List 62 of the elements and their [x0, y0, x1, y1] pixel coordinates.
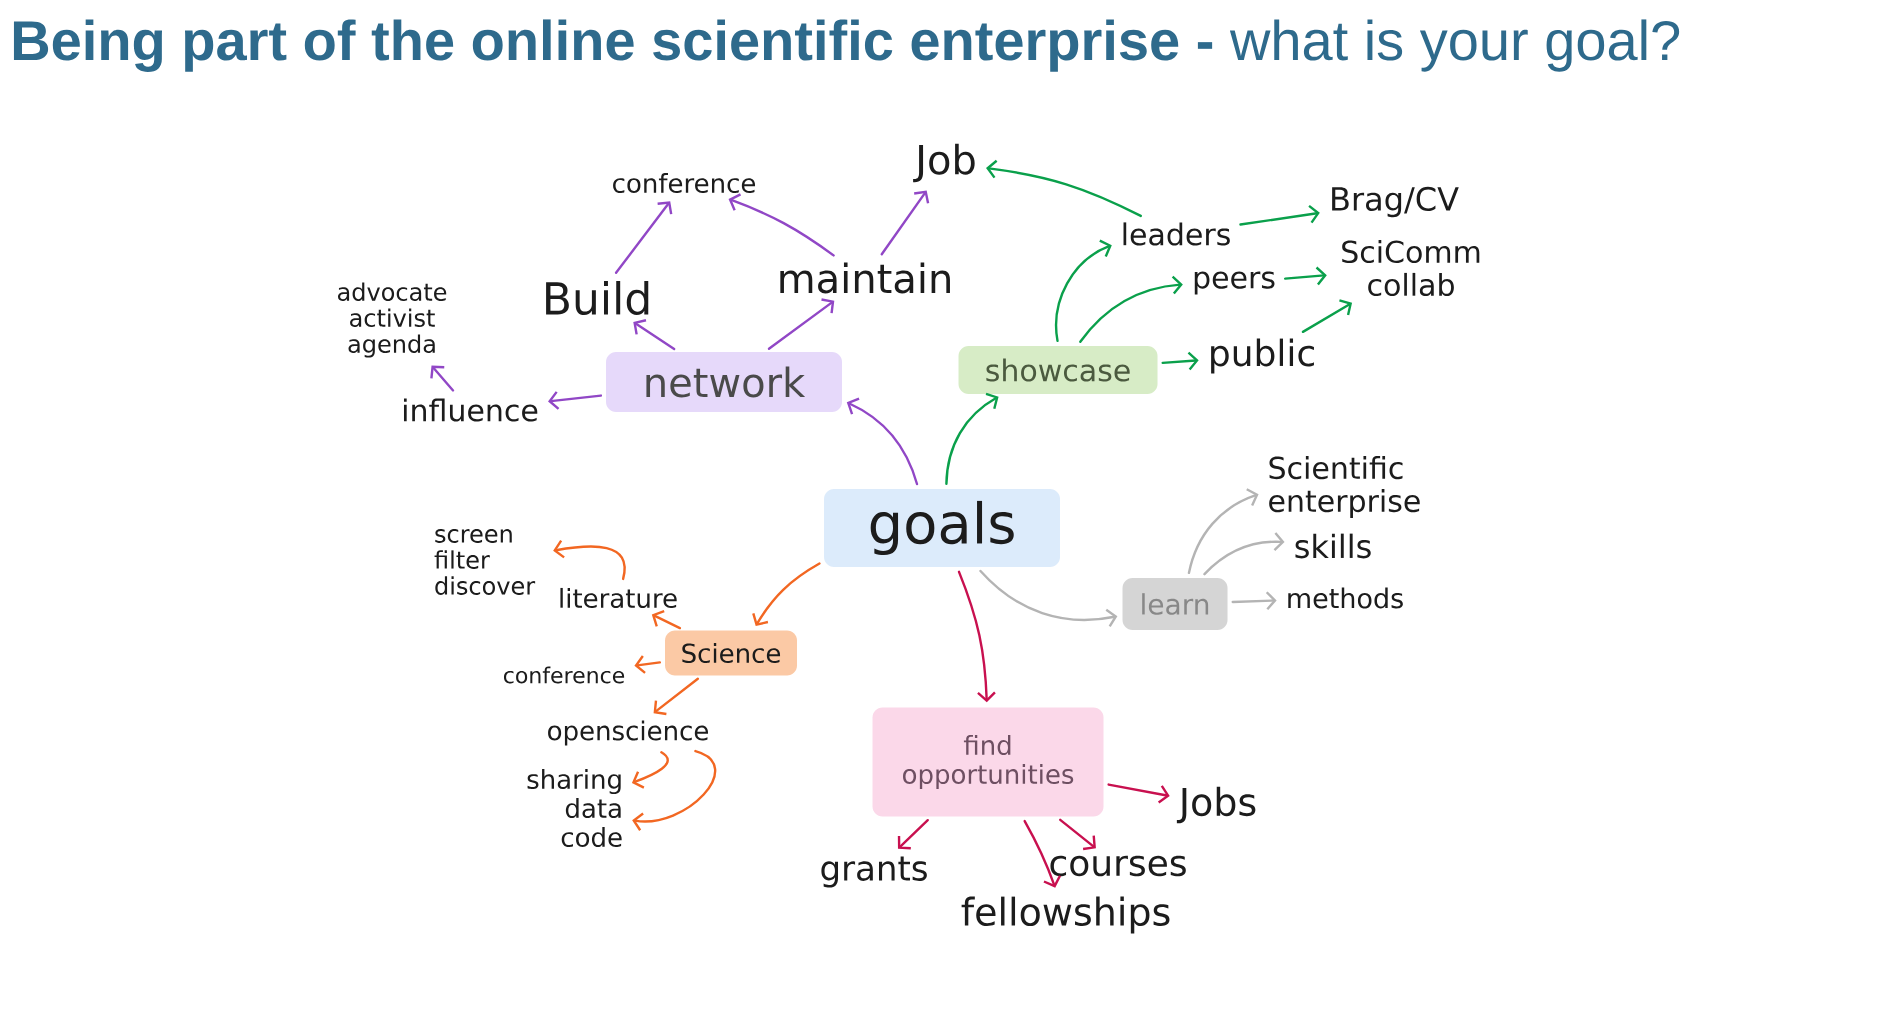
arrow — [633, 319, 676, 351]
highlighted-topic: find opportunities — [872, 707, 1104, 817]
topic-label: SciComm collab — [1342, 239, 1480, 297]
topic-label: skills — [1295, 533, 1371, 559]
arrow — [1161, 351, 1199, 371]
arrow — [548, 391, 603, 410]
topic-label: Scientific enterprise — [1269, 456, 1420, 519]
topic-label: Build — [546, 281, 649, 316]
highlighted-topic: showcase — [958, 346, 1158, 394]
arrow — [634, 655, 662, 674]
highlighted-topic: learn — [1122, 578, 1228, 630]
arrow — [728, 193, 835, 257]
arrow — [752, 562, 821, 626]
arrow — [1079, 275, 1183, 343]
topic-label: public — [1211, 338, 1314, 374]
topic-label: conference — [613, 172, 755, 194]
topic-label: openscience — [548, 720, 708, 746]
central-topic: goals — [824, 489, 1060, 567]
topic-label: courses — [1050, 855, 1186, 877]
topic-label: grants — [821, 856, 927, 888]
arrow — [632, 749, 717, 831]
arrow — [631, 751, 669, 789]
arrow — [614, 201, 673, 274]
arrow — [653, 677, 700, 716]
topic-label: literature — [560, 587, 677, 609]
arrow — [1023, 819, 1062, 888]
title: Being part of the online scientific enterprise - what is your goal? — [13, 19, 1680, 72]
topic-label: conference — [504, 666, 625, 684]
topic-label: Jobs — [1176, 786, 1256, 824]
topic-label: maintain — [780, 262, 950, 294]
topic-label: screen filter discover — [434, 529, 536, 595]
arrow — [1059, 818, 1096, 851]
topic-label: influence — [404, 398, 538, 422]
arrow — [767, 298, 835, 351]
topic-label: advocate activist agenda — [338, 282, 447, 358]
topic-label: Brag/CV — [1332, 186, 1459, 218]
topic-label: peers — [1194, 271, 1275, 295]
arrow — [957, 570, 996, 703]
arrow — [846, 397, 919, 486]
highlighted-topic: Science — [665, 630, 797, 676]
arrow — [880, 190, 930, 256]
arrow — [553, 540, 626, 581]
topic-label: Job — [913, 143, 975, 183]
arrow — [1231, 591, 1277, 611]
topic-label: sharing data code — [527, 768, 622, 848]
arrow — [1107, 783, 1170, 804]
arrow — [1301, 299, 1353, 334]
arrow — [986, 159, 1142, 218]
arrow — [1239, 204, 1320, 226]
topic-label: methods — [1288, 587, 1403, 609]
arrow — [1203, 532, 1285, 576]
arrow — [430, 365, 455, 392]
arrow — [979, 569, 1118, 628]
arrow — [1187, 488, 1259, 575]
arrow — [1283, 266, 1327, 286]
topic-label: fellowships — [961, 896, 1170, 934]
arrow — [945, 392, 999, 485]
arrow — [651, 609, 682, 630]
topic-label: leaders — [1123, 222, 1230, 246]
arrow — [897, 818, 929, 850]
arrow — [1055, 239, 1112, 343]
highlighted-topic: network — [606, 352, 842, 412]
